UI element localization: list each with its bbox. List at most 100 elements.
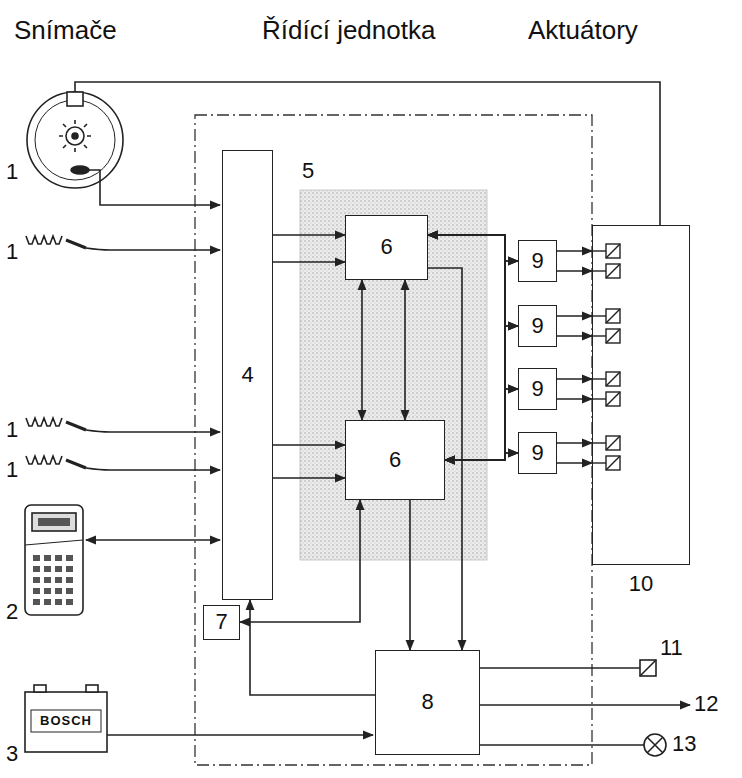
block-number: 9 <box>531 377 543 401</box>
sensor-probe <box>66 240 86 248</box>
drawing-part <box>32 513 76 531</box>
injector-symbol-mark <box>606 244 620 258</box>
tester-key <box>44 599 51 605</box>
label-slot: 1 <box>6 160 18 184</box>
signal-line <box>557 270 592 272</box>
label-slot: Řídící jednotka <box>262 16 435 45</box>
block-box: 6 <box>345 420 445 500</box>
actuator-symbols <box>592 244 620 470</box>
drawing-part <box>86 539 220 541</box>
tester-key <box>66 588 73 594</box>
injector-symbol-mark <box>606 436 620 450</box>
tester-key <box>66 566 73 572</box>
signal-line <box>557 378 592 380</box>
injector-symbol <box>606 264 620 278</box>
tester-key <box>33 566 40 572</box>
signal-line <box>273 477 345 479</box>
callout-number: 13 <box>672 732 696 756</box>
actuator-lead <box>592 462 606 463</box>
sensor-wire <box>86 468 220 470</box>
block-box: 9 <box>518 305 557 347</box>
column-heading: Snímače <box>14 16 117 45</box>
drawing-part <box>86 685 98 692</box>
column-heading: Aktuátory <box>528 16 638 45</box>
block-number: 6 <box>389 448 401 472</box>
drawing-part <box>480 704 690 706</box>
actuator-lead <box>592 398 606 399</box>
drawing-part <box>89 170 220 205</box>
tester-key <box>55 555 62 561</box>
drawing-part <box>66 127 84 145</box>
label-slot: 3 <box>6 742 18 766</box>
callout-number: 1 <box>6 418 18 442</box>
block-box: 7 <box>203 605 240 640</box>
tester-keypad <box>33 555 73 605</box>
injector-symbol <box>606 309 620 323</box>
callout-number: 3 <box>6 742 18 766</box>
signal-line <box>445 261 518 460</box>
drawing-part <box>31 710 101 732</box>
drawing-part <box>72 133 78 139</box>
drawing-part <box>38 518 70 526</box>
tester-key <box>66 599 73 605</box>
injector-symbol <box>606 392 620 406</box>
block-number: 8 <box>421 690 433 714</box>
block-box: 9 <box>518 240 557 282</box>
injector-symbol-mark <box>606 392 620 406</box>
brand-name: BOSCH <box>40 714 92 728</box>
drawing-part <box>107 734 373 736</box>
toothed-wheel <box>26 418 62 426</box>
tester-key <box>66 555 73 561</box>
callout-number: 11 <box>660 636 683 660</box>
callout-number: 1 <box>6 160 18 184</box>
injector-symbol-mark <box>606 309 620 323</box>
tester-key <box>55 566 62 572</box>
drawing-part <box>644 734 666 756</box>
actuator-box: 10 <box>592 225 690 565</box>
injector-symbol-mark <box>606 329 620 343</box>
tester-key <box>33 555 40 561</box>
block-number: 6 <box>380 235 392 259</box>
output-wires <box>480 660 690 756</box>
injector-symbol <box>606 329 620 343</box>
block-box: 4 <box>222 150 273 600</box>
tester-key <box>44 588 51 594</box>
signal-line <box>361 280 363 420</box>
label-slot: BOSCH <box>40 714 92 728</box>
injector-symbol <box>606 244 620 258</box>
block-number: 9 <box>531 314 543 338</box>
signal-line <box>445 453 518 460</box>
label-slot: 11 <box>660 636 683 660</box>
block-box: 9 <box>518 368 557 410</box>
drawing-part <box>480 744 644 746</box>
callout-number: 1 <box>6 458 18 482</box>
block-box: 9 <box>518 432 557 474</box>
block-number: 4 <box>241 363 253 387</box>
signal-line <box>409 500 411 650</box>
diagnostic-tester-symbol <box>25 505 220 615</box>
block-number: 9 <box>531 249 543 273</box>
signal-line <box>557 315 592 317</box>
processor-area: 566 <box>300 190 487 560</box>
toothed-wheel <box>26 236 62 244</box>
drawing-part <box>67 92 83 106</box>
shaded-area-fill <box>300 190 487 560</box>
column-heading: Řídící jednotka <box>262 16 435 45</box>
callout-number: 12 <box>694 692 718 716</box>
position-sensor-symbols <box>26 236 220 470</box>
drawing-part <box>25 692 107 752</box>
speed-sensor-symbol <box>27 92 220 205</box>
actuator-lead <box>592 442 606 443</box>
label-slot: 1 <box>6 458 18 482</box>
signal-line <box>557 462 592 464</box>
drawing-part <box>59 120 91 152</box>
block-box: 8 <box>375 650 480 755</box>
signal-line <box>557 335 592 337</box>
sensor-probe <box>66 422 86 430</box>
injector-symbol-mark <box>606 372 620 386</box>
block-number: 9 <box>531 441 543 465</box>
tester-key <box>44 555 51 561</box>
tester-key <box>44 566 51 572</box>
